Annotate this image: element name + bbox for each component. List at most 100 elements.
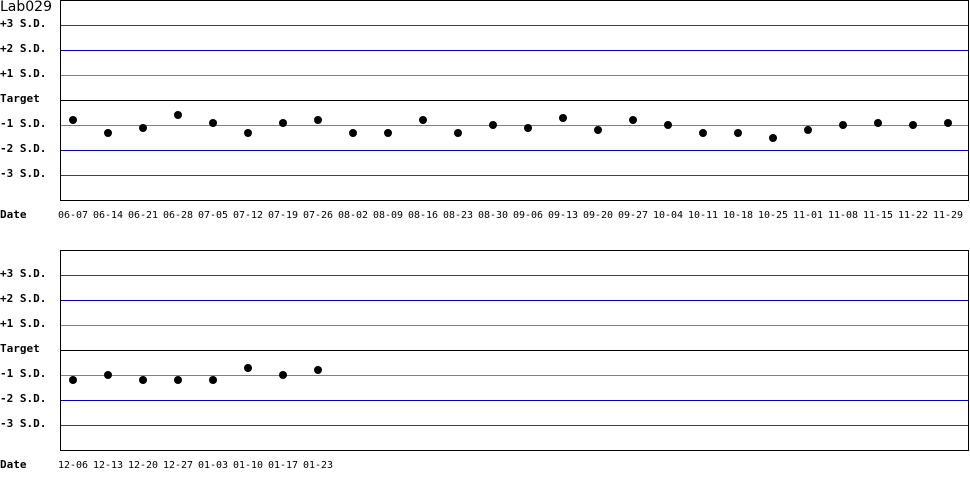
x-tick-label: 10-25 (757, 210, 789, 221)
x-tick-label: 09-27 (617, 210, 649, 221)
data-point (104, 371, 112, 379)
data-point (174, 111, 182, 119)
x-tick-label: 11-22 (897, 210, 929, 221)
label-minus2-sd: -2 S.D. (0, 142, 47, 155)
label-minus3-sd: -3 S.D. (0, 417, 47, 430)
plot-area (60, 0, 969, 201)
data-point (874, 118, 882, 127)
data-point (734, 128, 742, 137)
plus2-sd-line (61, 50, 968, 51)
minus2-sd-line (61, 150, 968, 151)
plus3-sd-line (61, 275, 968, 276)
x-tick-label: 08-23 (442, 210, 474, 221)
data-point (244, 128, 252, 137)
x-tick-label: 01-03 (197, 460, 229, 471)
control-chart-1: +3 S.D. +2 S.D. +1 S.D. Target -1 S.D. -2 S.D… (0, 0, 970, 240)
label-plus3-sd: +3 S.D. (0, 267, 47, 280)
data-point (419, 116, 427, 124)
x-tick-label: 08-02 (337, 210, 369, 221)
x-tick-label: 06-07 (57, 210, 89, 221)
target-line (61, 350, 968, 351)
x-tick-label: 08-16 (407, 210, 439, 221)
data-point (839, 121, 847, 129)
chart-title: Lab029 (0, 0, 52, 15)
x-tick-label: 07-12 (232, 210, 264, 221)
x-tick-label: 11-29 (932, 210, 964, 221)
x-tick-label: 06-21 (127, 210, 159, 221)
plus1-sd-line (61, 325, 968, 326)
plus3-sd-line (61, 25, 968, 26)
data-point (209, 376, 217, 384)
x-tick-label: 12-27 (162, 460, 194, 471)
data-point (314, 116, 322, 124)
data-point (629, 116, 637, 124)
target-line (61, 100, 968, 101)
data-point (384, 128, 392, 137)
data-point (349, 128, 357, 137)
data-point (454, 128, 462, 137)
x-tick-label: 01-23 (302, 460, 334, 471)
x-axis-title: Date (0, 458, 27, 471)
plot-area (60, 250, 969, 451)
data-point (804, 126, 812, 134)
data-point (139, 376, 147, 384)
label-plus2-sd: +2 S.D. (0, 292, 47, 305)
x-tick-label: 07-26 (302, 210, 334, 221)
x-tick-label: 07-19 (267, 210, 299, 221)
x-tick-label: 09-13 (547, 210, 579, 221)
data-point (944, 118, 952, 127)
data-point (279, 371, 287, 379)
x-tick-label: 01-17 (267, 460, 299, 471)
data-point (104, 128, 112, 137)
minus1-sd-line (61, 375, 968, 376)
label-minus2-sd: -2 S.D. (0, 392, 47, 405)
label-plus2-sd: +2 S.D. (0, 42, 47, 55)
data-point (594, 126, 602, 134)
x-tick-label: 10-11 (687, 210, 719, 221)
label-plus3-sd: +3 S.D. (0, 17, 47, 30)
label-target: Target (0, 92, 40, 105)
label-minus3-sd: -3 S.D. (0, 167, 47, 180)
x-tick-label: 11-01 (792, 210, 824, 221)
x-tick-label: 06-14 (92, 210, 124, 221)
data-point (139, 123, 147, 132)
label-target: Target (0, 342, 40, 355)
label-minus1-sd: -1 S.D. (0, 367, 47, 380)
x-tick-label: 07-05 (197, 210, 229, 221)
x-tick-label: 11-15 (862, 210, 894, 221)
minus3-sd-line (61, 425, 968, 426)
x-tick-label: 08-09 (372, 210, 404, 221)
x-tick-label: 09-06 (512, 210, 544, 221)
data-point (524, 123, 532, 132)
plus2-sd-line (61, 300, 968, 301)
x-tick-label: 08-30 (477, 210, 509, 221)
data-point (699, 128, 707, 137)
minus1-sd-line (61, 125, 968, 126)
x-tick-label: 12-20 (127, 460, 159, 471)
minus2-sd-line (61, 400, 968, 401)
x-tick-label: 11-08 (827, 210, 859, 221)
x-tick-label: 10-18 (722, 210, 754, 221)
x-tick-label: 12-13 (92, 460, 124, 471)
data-point (279, 118, 287, 127)
x-tick-label: 01-10 (232, 460, 264, 471)
data-point (664, 121, 672, 129)
label-plus1-sd: +1 S.D. (0, 317, 47, 330)
x-tick-label: 06-28 (162, 210, 194, 221)
label-minus1-sd: -1 S.D. (0, 117, 47, 130)
data-point (69, 116, 77, 124)
data-point (769, 133, 777, 142)
control-chart-2: +3 S.D. +2 S.D. +1 S.D. Target -1 S.D. -2 S.D… (0, 250, 970, 490)
x-tick-label: 10-04 (652, 210, 684, 221)
minus3-sd-line (61, 175, 968, 176)
label-plus1-sd: +1 S.D. (0, 67, 47, 80)
data-point (314, 366, 322, 374)
x-tick-label: 09-20 (582, 210, 614, 221)
data-point (209, 118, 217, 127)
data-point (244, 363, 252, 372)
x-axis-title: Date (0, 208, 27, 221)
plus1-sd-line (61, 75, 968, 76)
data-point (174, 376, 182, 384)
data-point (489, 121, 497, 129)
data-point (69, 376, 77, 384)
